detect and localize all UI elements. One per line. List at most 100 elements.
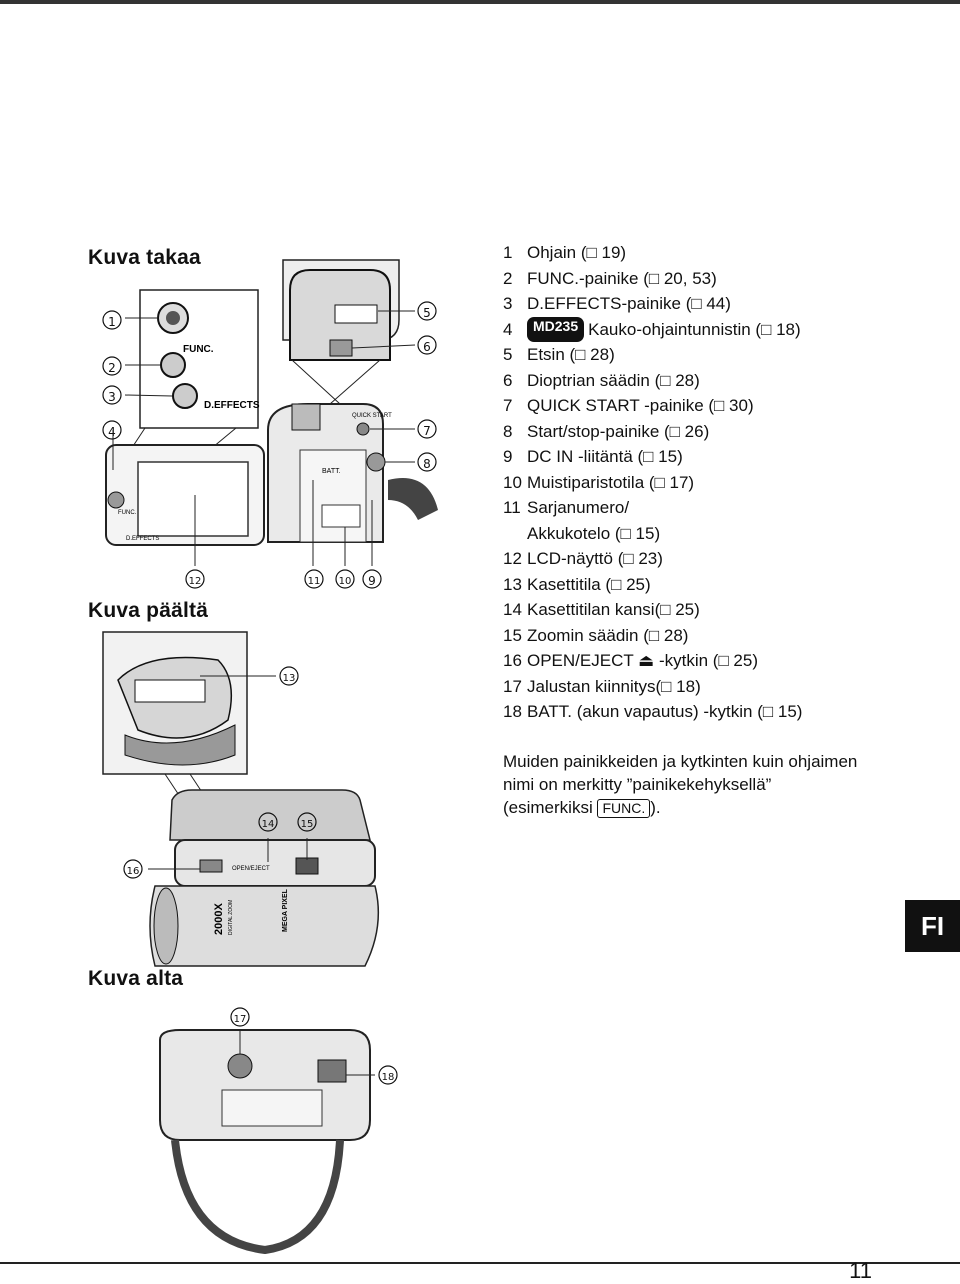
- callout-1: 1: [108, 315, 116, 329]
- legend-num: 9: [503, 447, 513, 466]
- callout-18: 18: [382, 1072, 395, 1083]
- lcd-deffects-label: D.EFFECTS: [126, 536, 159, 542]
- legend-text: Dioptrian säädin (□ 28): [527, 370, 700, 390]
- top-rule: [0, 0, 960, 4]
- model-badge: MD235: [527, 316, 585, 342]
- callout-10: 10: [339, 576, 352, 587]
- legend-item: 1 Ohjain (□ 19): [503, 240, 943, 266]
- callout-7: 7: [423, 424, 431, 438]
- legend-text: LCD-näyttö (□ 23): [527, 549, 663, 568]
- legend-num: 5: [503, 345, 513, 364]
- legend-item: 14 Kasettitilan kansi(□ 25): [503, 597, 943, 623]
- legend-text: BATT. (akun vapautus) -kytkin (□ 15): [527, 702, 803, 721]
- legend-text: DC IN -liitäntä (□ 15): [527, 447, 683, 466]
- legend-item: 16 OPEN/EJECT ⏏ -kytkin (□ 25): [503, 648, 943, 674]
- legend-text: Sarjanumero/: [527, 498, 630, 517]
- note-line-3: (esimerkiksi FUNC.).: [503, 796, 883, 819]
- callout-2: 2: [108, 361, 116, 375]
- note-line-2: nimi on merkitty ”painikekehyksellä”: [503, 775, 772, 794]
- legend-num: 13: [503, 574, 522, 594]
- zoom-2000x-label: 2000X: [213, 903, 225, 935]
- page-number: 11: [849, 1258, 872, 1283]
- legend-num: 2: [503, 268, 513, 288]
- legend-num: 15: [503, 625, 522, 645]
- legend-num: 4: [503, 319, 513, 339]
- open-eject-label: OPEN/EJECT: [232, 866, 270, 872]
- legend-text: Ohjain (□ 19): [527, 243, 627, 262]
- legend-num: 11: [503, 498, 521, 517]
- legend-text: Kauko-ohjaintunnistin (□ 18): [588, 319, 801, 339]
- callout-16: 16: [127, 866, 140, 877]
- deffects-label: D.EFFECTS: [204, 400, 260, 411]
- legend-text: QUICK START -painike (□ 30): [527, 396, 754, 415]
- legend-num: 18: [503, 702, 522, 721]
- legend-num: 10: [503, 472, 522, 492]
- legend-num: 12: [503, 549, 522, 568]
- bottom-rule: [0, 1262, 960, 1264]
- legend-text: Etsin (□ 28): [527, 345, 615, 364]
- callout-14: 14: [262, 819, 275, 830]
- legend-text: Zoomin säädin (□ 28): [527, 625, 689, 645]
- legend-item: 5 Etsin (□ 28): [503, 342, 943, 368]
- func-label: FUNC.: [183, 344, 214, 355]
- legend-item: 9 DC IN -liitäntä (□ 15): [503, 444, 943, 470]
- callout-5: 5: [423, 306, 431, 320]
- legend-num: 14: [503, 600, 522, 619]
- button-frame-note: Muiden painikkeiden ja kytkinten kuin oh…: [503, 750, 883, 819]
- legend-text: Start/stop-painike (□ 26): [527, 421, 710, 441]
- legend-item: 18 BATT. (akun vapautus) -kytkin (□ 15): [503, 699, 943, 725]
- legend-text: FUNC.-painike (□ 20, 53): [527, 268, 717, 288]
- callout-9: 9: [368, 574, 376, 588]
- digital-zoom-label: DIGITAL ZOOM: [228, 900, 234, 935]
- legend-item: 6 Dioptrian säädin (□ 28): [503, 368, 943, 394]
- callout-4: 4: [108, 425, 116, 439]
- note-line-3-post: ).: [650, 798, 661, 817]
- legend-text: Kasettitilan kansi(□ 25): [527, 600, 700, 619]
- language-tab: FI: [905, 900, 960, 952]
- mega-pixel-label: MEGA PIXEL: [282, 888, 289, 932]
- section-title-top: Kuva päältä: [88, 599, 209, 622]
- quick-start-label: QUICK START: [352, 413, 392, 419]
- legend-text: Jalustan kiinnitys(□ 18): [527, 676, 701, 696]
- callout-17: 17: [234, 1014, 247, 1025]
- legend-item-continued: Akkukotelo (□ 15): [503, 521, 943, 547]
- legend-text: OPEN/EJECT ⏏ -kytkin (□ 25): [527, 651, 759, 670]
- callout-15: 15: [301, 819, 314, 830]
- section-title-bottom: Kuva alta: [88, 967, 184, 990]
- legend-num: 1: [503, 243, 513, 262]
- legend-num: 8: [503, 421, 513, 441]
- legend-num: 6: [503, 370, 513, 390]
- legend-text: Muistiparistotila (□ 17): [527, 472, 695, 492]
- parts-legend: 1 Ohjain (□ 19) 2 FUNC.-painike (□ 20, 53)…: [503, 240, 943, 725]
- legend-num: 7: [503, 396, 513, 415]
- legend-item: 7 QUICK START -painike (□ 30): [503, 393, 943, 419]
- callout-6: 6: [423, 340, 431, 354]
- legend-text: Akkukotelo (□ 15): [527, 523, 661, 543]
- note-line-1: Muiden painikkeiden ja kytkinten kuin oh…: [503, 752, 858, 771]
- callout-13: 13: [283, 673, 296, 684]
- legend-num: 17: [503, 676, 522, 696]
- section-title-back: Kuva takaa: [88, 246, 201, 269]
- legend-text: Kasettitila (□ 25): [527, 574, 651, 594]
- lcd-func-label: FUNC.: [118, 510, 137, 516]
- batt-label: BATT.: [322, 468, 341, 475]
- callout-12: 12: [189, 576, 202, 587]
- func-frame-example: FUNC.: [597, 799, 651, 818]
- legend-num: 16: [503, 651, 522, 670]
- legend-num: 3: [503, 294, 513, 313]
- legend-item: 11 Sarjanumero/: [503, 495, 943, 521]
- note-line-3-pre: (esimerkiksi: [503, 798, 598, 817]
- callout-8: 8: [423, 457, 431, 471]
- legend-item: 2 FUNC.-painike (□ 20, 53): [503, 266, 943, 292]
- callout-11: 11: [308, 576, 321, 587]
- callout-3: 3: [108, 390, 116, 404]
- legend-item: 8 Start/stop-painike (□ 26): [503, 419, 943, 445]
- legend-item: 12 LCD-näyttö (□ 23): [503, 546, 943, 572]
